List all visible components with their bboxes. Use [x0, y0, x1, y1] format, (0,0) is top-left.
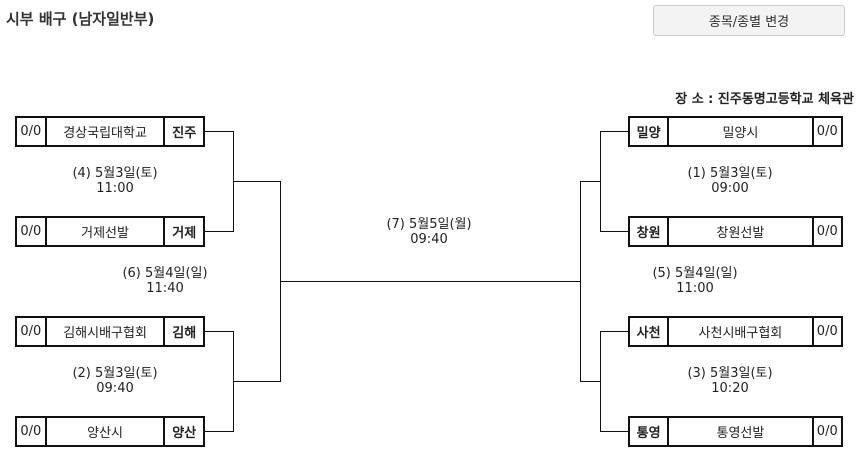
match-date: (4) 5월3일(토): [72, 166, 158, 181]
match-date: (1) 5월3일(토): [687, 166, 773, 181]
bracket-line: [580, 381, 601, 382]
venue-label: 장 소 : 진주동명고등학교 체육관: [675, 92, 854, 107]
match-date: (6) 5월4일(일): [122, 266, 208, 281]
bracket-line: [600, 331, 628, 332]
region: 거제: [172, 226, 197, 241]
region: 진주: [172, 126, 197, 141]
score: 0/0: [17, 218, 47, 245]
team-name: 사천시배구협회: [669, 318, 814, 345]
region: 창원: [630, 218, 670, 245]
bracket-line: [233, 381, 281, 382]
region: 양산: [172, 426, 197, 441]
match-date: (7) 5월5일(월): [386, 217, 472, 232]
match-time: 11:00: [96, 181, 134, 196]
score: 0/0: [17, 318, 47, 345]
region: 김해: [172, 326, 197, 341]
region: 통영: [630, 418, 670, 445]
match-info: (7) 5월5일(월)09:40: [349, 217, 509, 247]
match-time: 09:40: [410, 232, 448, 247]
bracket-line: [205, 231, 233, 232]
match-info: (3) 5월3일(토)10:20: [650, 366, 810, 396]
page-title: 시부 배구 (남자일반부): [6, 10, 155, 28]
team-name: 양산시: [47, 418, 166, 445]
team-name: 김해시배구협회: [47, 318, 166, 345]
final-line: [280, 281, 581, 282]
team-name: 창원선발: [669, 218, 814, 245]
match-time: 11:00: [676, 281, 714, 296]
match-date: (3) 5월3일(토): [687, 366, 773, 381]
region: 밀양: [630, 118, 670, 145]
score: 0/0: [816, 324, 838, 339]
team-name: 경상국립대학교: [47, 118, 166, 145]
match-date: (2) 5월3일(토): [72, 366, 158, 381]
match-time: 10:20: [711, 381, 749, 396]
bracket-line: [600, 431, 628, 432]
bracket-line: [233, 181, 281, 182]
match-info: (6) 5월4일(일)11:40: [85, 266, 245, 296]
change-event-button[interactable]: 종목/종별 변경: [653, 5, 845, 36]
region: 사천: [630, 318, 670, 345]
bracket-line: [205, 431, 233, 432]
team-name: 밀양시: [669, 118, 814, 145]
bracket-line: [580, 181, 601, 182]
match-info: (1) 5월3일(토)09:00: [650, 166, 810, 196]
score: 0/0: [816, 124, 838, 139]
bracket-line: [205, 331, 233, 332]
score: 0/0: [17, 118, 47, 145]
bracket-line: [600, 131, 628, 132]
bracket-line: [600, 231, 628, 232]
score: 0/0: [17, 418, 47, 445]
team-name: 거제선발: [47, 218, 166, 245]
match-time: 11:40: [146, 281, 184, 296]
bracket-line: [205, 131, 233, 132]
team-name: 통영선발: [669, 418, 814, 445]
match-time: 09:00: [711, 181, 749, 196]
bracket-line: [580, 181, 581, 382]
match-info: (2) 5월3일(토)09:40: [35, 366, 195, 396]
score: 0/0: [816, 224, 838, 239]
match-info: (4) 5월3일(토)11:00: [35, 166, 195, 196]
match-date: (5) 5월4일(일): [652, 266, 738, 281]
match-time: 09:40: [96, 381, 134, 396]
match-info: (5) 5월4일(일)11:00: [615, 266, 775, 296]
score: 0/0: [816, 424, 838, 439]
